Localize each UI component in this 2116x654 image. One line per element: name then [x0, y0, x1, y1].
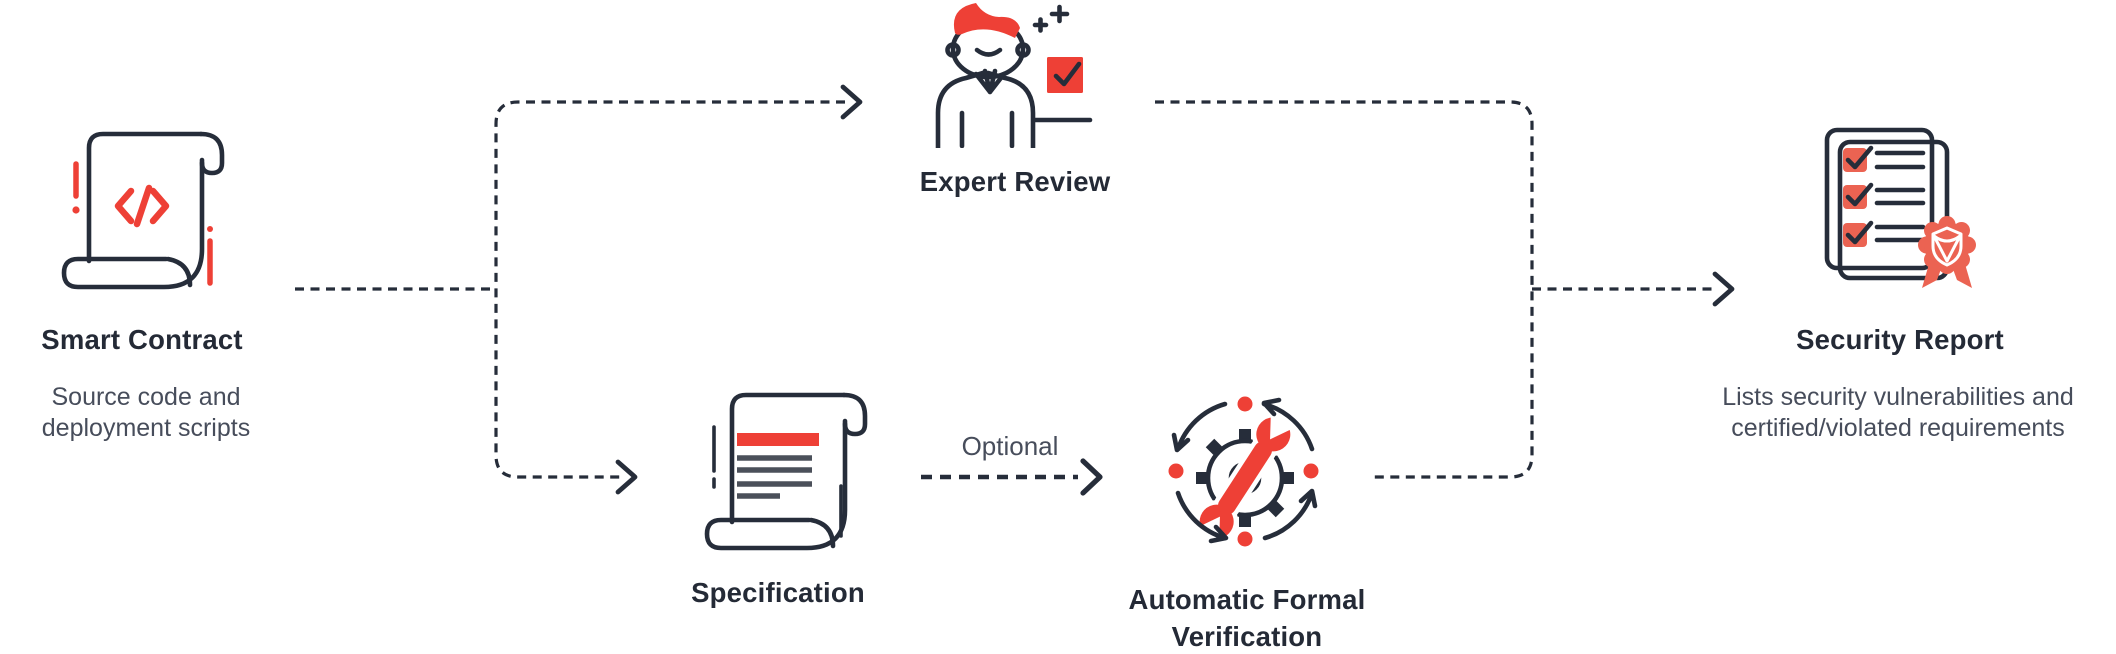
red-exclamation-accent — [72, 161, 80, 214]
checkbox — [1843, 185, 1867, 209]
document-content — [737, 433, 819, 499]
optional-edge-label: Optional — [961, 431, 1059, 461]
red-line-accent — [207, 226, 213, 286]
back-page — [1837, 139, 1950, 281]
smile — [974, 47, 1003, 57]
security-report-label: Security Report — [1796, 324, 2004, 355]
checkbox — [1843, 148, 1867, 172]
cycle-arrowhead-left — [1171, 432, 1191, 453]
checkmark — [1845, 220, 1874, 245]
front-page — [1824, 127, 1935, 271]
shield-glyph — [1931, 226, 1963, 267]
specification-scroll-icon — [704, 392, 868, 551]
lapel-lines — [959, 110, 1015, 148]
approved-checkbox-icon — [1047, 57, 1083, 93]
report-checklist-badge-icon — [1824, 127, 1976, 288]
arrowhead-optional — [1080, 458, 1103, 496]
red-heading-bar — [737, 433, 819, 446]
certification-badge-icon — [1918, 216, 1976, 288]
arrowhead-to-specification — [615, 459, 638, 495]
red-dots — [1168, 396, 1319, 547]
arrowhead-to-expert-review — [840, 84, 863, 120]
checklist-rows — [1843, 145, 1926, 247]
checkmark — [1845, 182, 1874, 207]
specification-label: Specification — [691, 577, 865, 608]
gear-wrench-cycle-icon — [1168, 396, 1319, 550]
expert-review-label: Expert Review — [919, 166, 1111, 197]
smart-contract-subtitle: Source code and deployment scripts — [41, 383, 251, 442]
automatic-formal-verification-label: Automatic Formal Verification — [1128, 584, 1366, 652]
smart-contract-label: Smart Contract — [41, 324, 243, 355]
checkbox — [1843, 223, 1867, 247]
arrowhead-to-security-report — [1712, 271, 1735, 307]
merge-line-to-security-report — [1155, 100, 1534, 479]
expert-reviewer-person-icon — [935, 3, 1093, 148]
code-brackets-glyph — [114, 184, 170, 228]
cycle-arrows — [1171, 397, 1318, 544]
smart-contract-scroll-code-icon — [61, 131, 225, 290]
sparkle-icon — [1032, 4, 1070, 33]
accent-lines — [712, 425, 843, 538]
cycle-arrowhead-top — [1261, 397, 1282, 417]
checkmark — [1845, 145, 1874, 170]
scroll-shape — [704, 392, 868, 551]
fork-line-to-expert-review-and-specification — [494, 100, 845, 479]
right-shoulder — [985, 70, 1036, 148]
red-hair — [953, 3, 1020, 38]
cycle-arrowhead-bottom — [1208, 524, 1229, 544]
collar — [973, 68, 1007, 95]
scroll-shape — [61, 131, 225, 290]
cycle-arrowhead-right — [1298, 488, 1318, 509]
left-shoulder — [935, 70, 986, 148]
person-figure — [935, 3, 1093, 148]
security-report-subtitle: Lists security vulnerabilities and certi… — [1722, 383, 2074, 442]
